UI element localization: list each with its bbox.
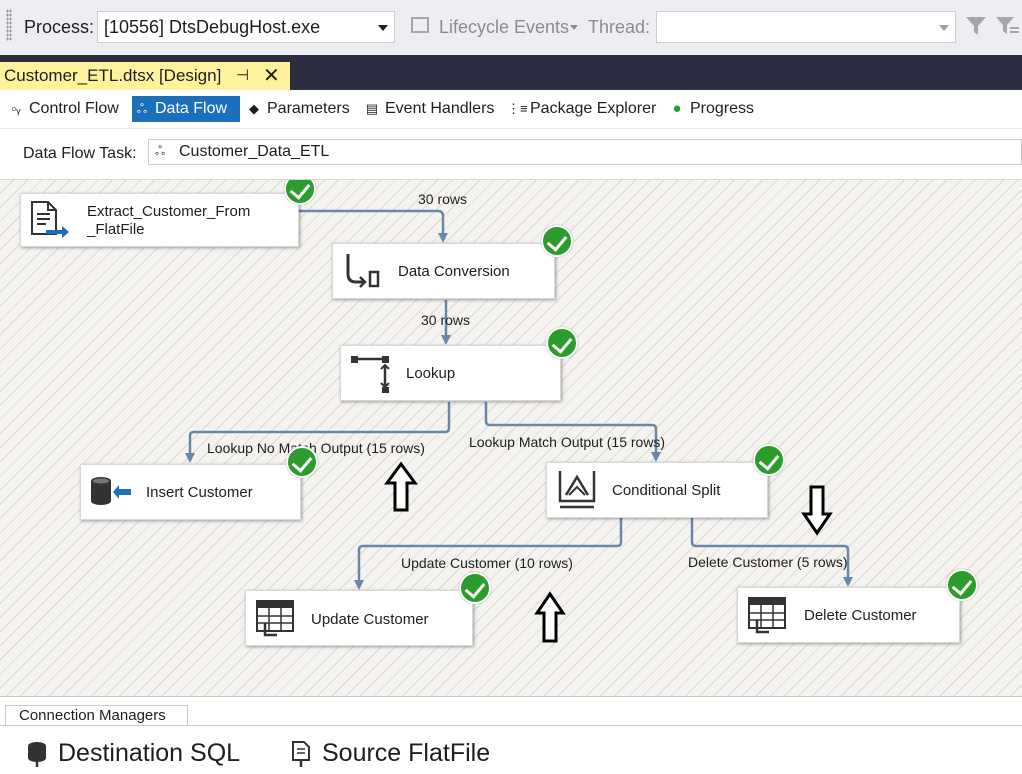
connection-destination-sql[interactable]: Destination SQL <box>26 739 240 768</box>
tab-data-flow[interactable]: ஃ Data Flow <box>132 96 240 122</box>
tab-package-explorer[interactable]: ⋮≡Package Explorer <box>507 96 657 122</box>
data-flow-task-label: Data Flow Task: <box>23 145 137 162</box>
path-label-match[interactable]: Lookup Match Output (15 rows) <box>469 434 666 450</box>
data-flow-task-icon: ஃ <box>155 143 166 158</box>
lifecycle-chevron-down-icon <box>570 25 578 30</box>
connection-source-flatfile[interactable]: Source FlatFile <box>290 739 490 768</box>
control-flow-icon: ▫ᵧ <box>11 101 21 116</box>
oledb-connection-icon <box>28 742 46 768</box>
data-conversion-icon <box>346 254 380 288</box>
connection-label: Destination SQL <box>58 739 241 767</box>
tab-control-flow[interactable]: ▫ᵧ Control Flow <box>6 96 126 122</box>
data-flow-task-row: Data Flow Task: ஃ Customer_Data_ETL <box>0 129 1022 176</box>
process-label: Process: <box>24 17 95 37</box>
lifecycle-events-button[interactable]: Lifecycle Events <box>439 17 570 37</box>
event-handlers-icon: ▤ <box>365 101 379 116</box>
path-lookup-no-match <box>185 402 451 463</box>
component-extract-customer[interactable]: Extract_Customer_From _FlatFile <box>20 193 299 247</box>
filter-icon[interactable] <box>964 15 988 37</box>
component-data-conversion[interactable]: Data Conversion <box>332 243 555 299</box>
success-check-icon <box>459 572 491 604</box>
data-flow-canvas[interactable]: 30 rows 30 rows Lookup No Match Output (… <box>0 179 1022 697</box>
oledb-command-icon <box>748 597 786 634</box>
component-label: _FlatFile <box>87 221 145 238</box>
path-label-extract[interactable]: 30 rows <box>418 191 468 207</box>
success-check-icon <box>753 444 785 476</box>
tab-label: Data Flow <box>155 100 228 117</box>
package-explorer-icon: ⋮≡ <box>507 101 528 116</box>
path-label-conversion[interactable]: 30 rows <box>421 312 471 328</box>
path-lookup-match <box>484 402 661 462</box>
component-conditional-split[interactable]: Conditional Split <box>546 462 768 518</box>
component-label: Delete Customer <box>804 607 917 624</box>
tab-event-handlers[interactable]: ▤ Event Handlers <box>362 96 497 122</box>
thread-label: Thread: <box>588 17 651 37</box>
connection-managers-tab[interactable]: Connection Managers <box>5 705 188 725</box>
document-tab[interactable]: Customer_ETL.dtsx [Design] ⊣ ✕ <box>0 62 290 90</box>
divider <box>0 725 1022 726</box>
toolbar-grip[interactable] <box>6 9 12 41</box>
path-label-update[interactable]: Update Customer (10 rows) <box>401 555 573 571</box>
path-label-delete[interactable]: Delete Customer (5 rows) <box>688 554 848 570</box>
connection-managers-tab-label: Connection Managers <box>19 707 166 724</box>
component-delete-customer[interactable]: Delete Customer <box>737 587 960 643</box>
component-label: Update Customer <box>311 611 429 628</box>
document-title: Customer_ETL.dtsx [Design] <box>4 66 222 85</box>
data-flow-icon: ஃ <box>136 101 148 116</box>
flat-file-connection-icon <box>292 741 310 768</box>
annotation-arrow-up-icon <box>534 591 566 643</box>
debug-toolbar: Process: [10556] DtsDebugHost.exe Lifecy… <box>0 0 1022 55</box>
tab-label: Package Explorer <box>530 100 657 117</box>
flat-file-source-icon <box>31 201 69 238</box>
database-destination-icon <box>91 477 131 505</box>
component-label: Insert Customer <box>146 484 253 501</box>
success-check-icon <box>541 225 573 257</box>
designer-tab-strip: ▫ᵧ Control Flow ஃ Data Flow ◆ Parameters ▤ E… <box>0 90 1022 129</box>
chevron-down-icon <box>939 25 949 31</box>
parameters-icon: ◆ <box>249 101 259 116</box>
annotation-arrow-up-icon <box>384 461 418 512</box>
connection-label: Source FlatFile <box>322 739 491 767</box>
success-check-icon <box>946 569 978 601</box>
path-label-no-match[interactable]: Lookup No Match Output (15 rows) <box>207 440 425 456</box>
thread-dropdown[interactable] <box>656 11 956 43</box>
tab-label: Progress <box>690 100 755 117</box>
pin-icon[interactable]: ⊣ <box>236 67 250 84</box>
component-update-customer[interactable]: Update Customer <box>245 590 473 646</box>
component-lookup[interactable]: Lookup <box>340 345 561 401</box>
tab-progress[interactable]: ● Progress <box>667 96 762 122</box>
connection-managers-panel: Connection Managers Destination SQL Sour… <box>0 696 1022 774</box>
chevron-down-icon <box>378 25 388 31</box>
data-flow-task-value: Customer_Data_ETL <box>179 143 330 160</box>
component-label: Extract_Customer_From <box>87 203 251 220</box>
flow-connectors <box>185 209 853 643</box>
component-label: Lookup <box>406 365 456 382</box>
path-update <box>354 518 623 590</box>
success-check-icon <box>546 327 578 359</box>
data-flow-task-dropdown[interactable]: ஃ Customer_Data_ETL <box>148 139 1022 165</box>
tab-label: Control Flow <box>29 100 119 117</box>
component-label: Data Conversion <box>398 263 510 280</box>
success-check-icon <box>286 446 318 478</box>
oledb-command-icon <box>256 600 294 637</box>
filter-settings-icon[interactable] <box>994 15 1020 37</box>
close-icon[interactable]: ✕ <box>263 65 280 87</box>
component-insert-customer[interactable]: Insert Customer <box>80 464 301 520</box>
path-extract-to-conversion <box>298 209 448 243</box>
tab-label: Event Handlers <box>385 100 495 117</box>
process-value: [10556] DtsDebugHost.exe <box>104 17 321 37</box>
annotation-arrow-down-icon <box>801 485 833 536</box>
path-delete <box>690 518 853 587</box>
component-label: Conditional Split <box>612 482 721 499</box>
lookup-icon <box>351 356 390 393</box>
lifecycle-events-icon <box>411 17 429 33</box>
tab-parameters[interactable]: ◆ Parameters <box>244 96 354 122</box>
process-dropdown[interactable]: [10556] DtsDebugHost.exe <box>97 11 395 43</box>
progress-icon: ● <box>672 100 682 117</box>
conditional-split-icon <box>558 471 596 509</box>
success-check-icon <box>284 180 316 205</box>
tab-label: Parameters <box>267 100 350 117</box>
